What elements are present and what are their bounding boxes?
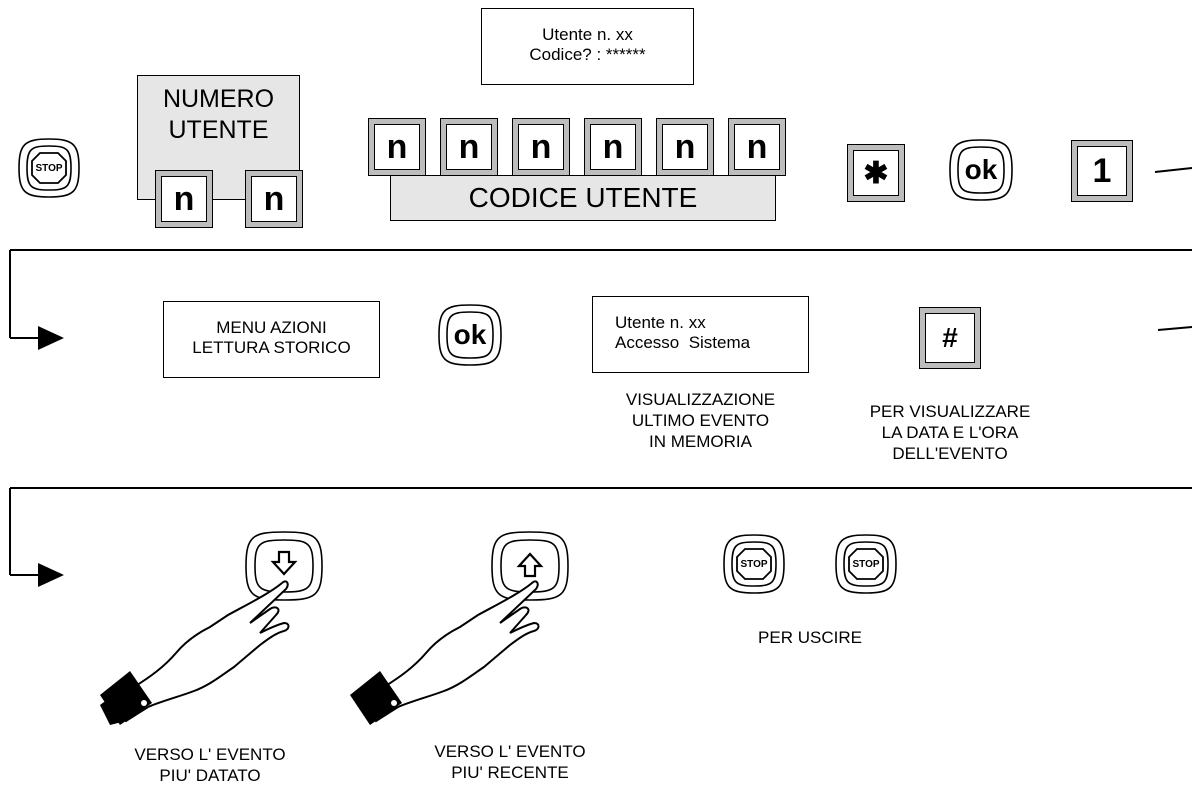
- ok-key-shape: [949, 139, 1013, 201]
- down-caption: VERSO L' EVENTO PIU' DATATO: [110, 744, 310, 786]
- pointing-hand-icon: [350, 580, 540, 725]
- stop-key-label: STOP: [35, 162, 63, 174]
- display-line-1: Utente n. xx: [615, 313, 706, 332]
- caption-line: IN MEMORIA: [649, 432, 752, 451]
- digit-label: n: [173, 179, 195, 218]
- codice-utente-panel: [390, 175, 776, 221]
- stop-key-shape: [835, 534, 897, 594]
- numero-utente-line-1: NUMERO: [162, 85, 275, 113]
- up-key[interactable]: [488, 530, 572, 602]
- code-digit-key-6[interactable]: n: [728, 118, 786, 176]
- numero-utente-line-2: UTENTE: [168, 116, 269, 144]
- caption-line: PIU' DATATO: [159, 766, 261, 785]
- stop-key[interactable]: STOP: [13, 136, 85, 200]
- display-line-2: LETTURA STORICO: [192, 338, 351, 357]
- event-display: Utente n. xx Accesso Sistema: [592, 296, 809, 373]
- stop-key-shape: [18, 138, 80, 198]
- ok-key-label: ok: [964, 154, 998, 185]
- display-line-2: Codice? : ******: [529, 45, 646, 64]
- stop-key-3[interactable]: STOP: [830, 532, 902, 596]
- stop-key-2[interactable]: STOP: [718, 532, 790, 596]
- code-digit-key-5[interactable]: n: [656, 118, 714, 176]
- pointing-hand-icon: [100, 580, 290, 725]
- menu-display: MENU AZIONI LETTURA STORICO: [163, 301, 380, 378]
- digit-label: n: [263, 179, 285, 218]
- code-digit-key-1[interactable]: n: [368, 118, 426, 176]
- user-code-display: Utente n. xx Codice? : ******: [481, 8, 694, 85]
- user-digit-key-1[interactable]: n: [155, 170, 213, 228]
- user-digit-key-2[interactable]: n: [245, 170, 303, 228]
- display-line-2: Accesso Sistema: [615, 333, 751, 352]
- code-digit-key-4[interactable]: n: [584, 118, 642, 176]
- exit-caption: PER USCIRE: [758, 628, 862, 647]
- digit-label: n: [746, 127, 768, 166]
- star-key[interactable]: ✱: [847, 144, 905, 202]
- one-key[interactable]: 1: [1071, 140, 1133, 202]
- caption-line: VERSO L' EVENTO: [434, 742, 586, 761]
- ok-key-2[interactable]: ok: [434, 303, 506, 367]
- code-digit-key-3[interactable]: n: [512, 118, 570, 176]
- hash-caption: PER VISUALIZZARE LA DATA E L'ORA DELL'EV…: [850, 401, 1050, 464]
- digit-label: 1: [1092, 151, 1112, 190]
- up-key-shape: [491, 531, 569, 601]
- digit-label: n: [530, 127, 552, 166]
- numero-utente-label: NUMERO UTENTE: [137, 84, 300, 146]
- digit-label: n: [602, 127, 624, 166]
- digit-label: n: [458, 127, 480, 166]
- up-caption: VERSO L' EVENTO PIU' RECENTE: [410, 741, 610, 783]
- stop-key-shape: [723, 534, 785, 594]
- digit-label: n: [386, 127, 408, 166]
- caption-line: PER VISUALIZZARE: [869, 402, 1031, 421]
- display-line-1: Utente n. xx: [542, 25, 633, 44]
- caption-line: ULTIMO EVENTO: [631, 411, 770, 430]
- caption-line: DELL'EVENTO: [892, 444, 1008, 463]
- codice-utente-label: CODICE UTENTE: [468, 182, 698, 213]
- caption-line: VERSO L' EVENTO: [134, 745, 286, 764]
- display-line-1: MENU AZIONI: [216, 318, 327, 337]
- ok-key-label: ok: [453, 319, 487, 350]
- star-icon: ✱: [863, 156, 889, 190]
- caption-line: PIU' RECENTE: [451, 763, 569, 782]
- down-key-shape: [245, 531, 323, 601]
- hash-icon: #: [942, 322, 958, 353]
- event-caption: VISUALIZZAZIONE ULTIMO EVENTO IN MEMORIA: [592, 389, 809, 452]
- hash-key[interactable]: #: [919, 307, 981, 369]
- caption-line: LA DATA E L'ORA: [881, 423, 1019, 442]
- stop-key-label: STOP: [852, 558, 880, 570]
- ok-key[interactable]: ok: [945, 138, 1017, 202]
- caption-line: VISUALIZZAZIONE: [625, 390, 776, 409]
- digit-label: n: [674, 127, 696, 166]
- stop-key-label: STOP: [740, 558, 768, 570]
- ok-key-shape: [438, 304, 502, 366]
- down-key[interactable]: [242, 530, 326, 602]
- code-digit-key-2[interactable]: n: [440, 118, 498, 176]
